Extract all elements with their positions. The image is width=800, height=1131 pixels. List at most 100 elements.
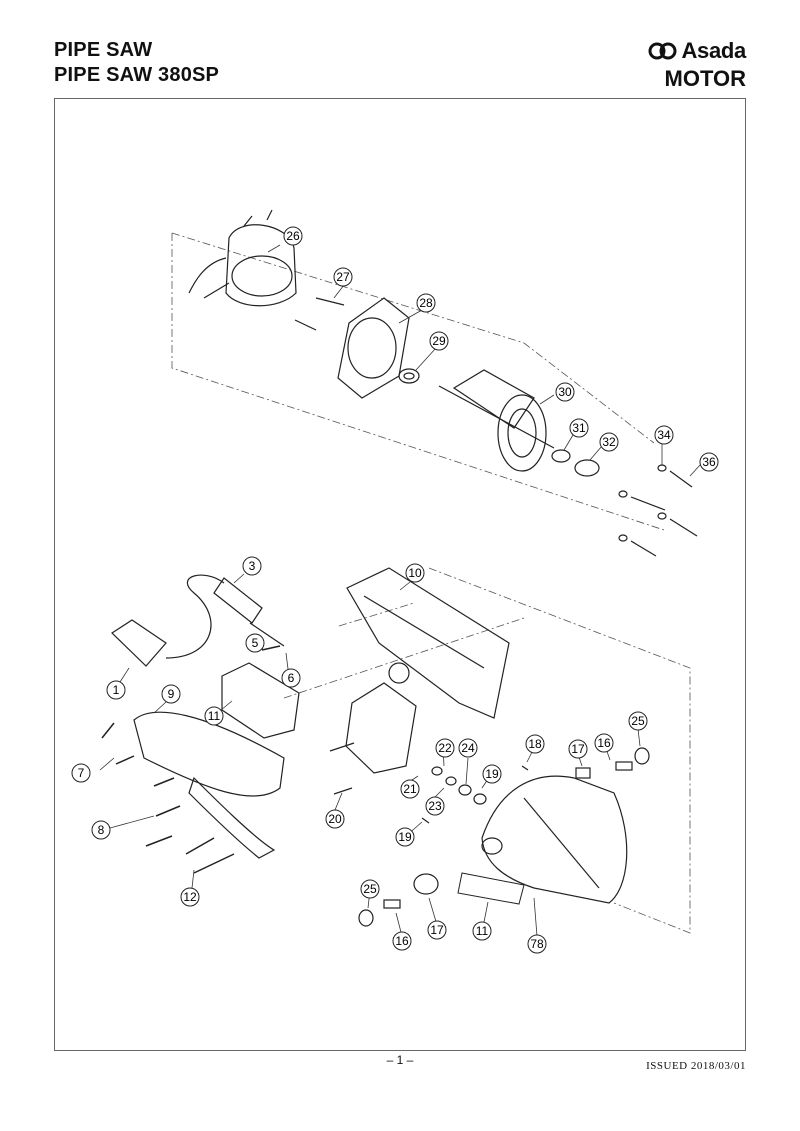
callout-number: 31 (572, 421, 586, 435)
brush-plate-part (345, 662, 417, 774)
callout-balloon (472, 921, 492, 941)
callout-number: 21 (403, 782, 417, 796)
callout-number: 78 (530, 937, 544, 951)
callout-20: 20 (325, 809, 345, 829)
page-number: – 1 – (386, 1053, 414, 1067)
callout-number: 30 (558, 385, 572, 399)
motor-housing-part (481, 775, 628, 904)
issued-date: ISSUED 2018/03/01 (646, 1060, 746, 1072)
callout-27: 27 (333, 267, 353, 287)
title-line-2: PIPE SAW 380SP (54, 64, 220, 86)
callout-number: 16 (395, 934, 409, 948)
brush-parts (329, 742, 650, 927)
callout-31: 31 (569, 418, 589, 438)
callout-12: 12 (180, 887, 200, 907)
document-title: PIPE SAW PIPE SAW 380SP (54, 38, 219, 88)
title-line-1: PIPE SAW (54, 39, 153, 61)
callout-25: 25 (360, 879, 380, 899)
callout-17: 17 (427, 920, 447, 940)
callout-balloon (482, 764, 502, 784)
callout-number: 11 (208, 709, 221, 723)
callout-number: 24 (461, 741, 475, 755)
callout-balloon (400, 779, 420, 799)
callout-balloon (71, 763, 91, 783)
callout-29: 29 (429, 331, 449, 351)
callout-19: 19 (395, 827, 415, 847)
callout-balloon (425, 796, 445, 816)
callout-balloon (395, 827, 415, 847)
callout-19: 19 (482, 764, 502, 784)
callout-balloon (325, 809, 345, 829)
stator-screws (294, 297, 345, 331)
brand-block: Asada MOTOR (648, 38, 746, 92)
callout-6: 6 (281, 668, 301, 688)
callout-11: 11 (204, 706, 224, 726)
callout-balloon (106, 680, 126, 700)
callout-number: 6 (288, 671, 295, 685)
callout-number: 28 (419, 296, 433, 310)
callout-16: 16 (594, 733, 614, 753)
callout-balloon (435, 738, 455, 758)
callout-21: 21 (400, 779, 420, 799)
callout-11: 11 (472, 921, 492, 941)
callout-balloon (281, 668, 301, 688)
section-name: MOTOR (664, 66, 746, 91)
callout-number: 8 (98, 823, 105, 837)
callout-8: 8 (91, 820, 111, 840)
callout-balloon (405, 563, 425, 583)
callout-balloon (161, 684, 181, 704)
callout-balloon (429, 331, 449, 351)
callout-number: 5 (252, 636, 259, 650)
callout-17: 17 (568, 739, 588, 759)
asada-logo-icon (648, 42, 677, 60)
callout-number: 20 (328, 812, 342, 826)
callout-balloon (180, 887, 200, 907)
callout-number: 18 (528, 737, 542, 751)
callout-number: 9 (168, 687, 175, 701)
callout-balloon (628, 711, 648, 731)
callout-balloon (360, 879, 380, 899)
callout-balloon (427, 920, 447, 940)
callout-number: 34 (657, 428, 671, 442)
cord-plug-part (111, 574, 285, 667)
callout-balloon (594, 733, 614, 753)
brand-name: Asada (681, 38, 746, 63)
callout-balloon (599, 432, 619, 452)
fan-baffle-part (337, 297, 410, 399)
callout-balloon (525, 734, 545, 754)
callout-balloon (392, 931, 412, 951)
callout-number: 29 (432, 334, 446, 348)
callout-balloon (568, 739, 588, 759)
callout-number: 19 (485, 767, 499, 781)
callout-balloon (204, 706, 224, 726)
callout-number: 25 (363, 882, 377, 896)
callout-number: 32 (602, 435, 616, 449)
callout-number: 23 (428, 799, 442, 813)
callout-number: 22 (438, 741, 452, 755)
callout-26: 26 (283, 226, 303, 246)
callout-number: 10 (408, 566, 422, 580)
stator-part (188, 209, 297, 307)
callout-balloon (569, 418, 589, 438)
callout-25: 25 (628, 711, 648, 731)
callout-number: 17 (430, 923, 444, 937)
callout-36: 36 (699, 452, 719, 472)
callout-balloon (458, 738, 478, 758)
callout-balloon (283, 226, 303, 246)
callout-22: 22 (435, 738, 455, 758)
diagram-frame (54, 98, 746, 1051)
callout-number: 26 (286, 229, 300, 243)
callout-balloon (699, 452, 719, 472)
bearing-part (398, 368, 420, 384)
screw-set-34-36 (618, 464, 698, 557)
switch-part (221, 662, 300, 739)
callout-28: 28 (416, 293, 436, 313)
callout-balloon (654, 425, 674, 445)
handle-part (133, 711, 285, 859)
callout-balloon (555, 382, 575, 402)
callout-78: 78 (527, 934, 547, 954)
callout-balloon (527, 934, 547, 954)
callout-balloon (245, 633, 265, 653)
callout-34: 34 (654, 425, 674, 445)
